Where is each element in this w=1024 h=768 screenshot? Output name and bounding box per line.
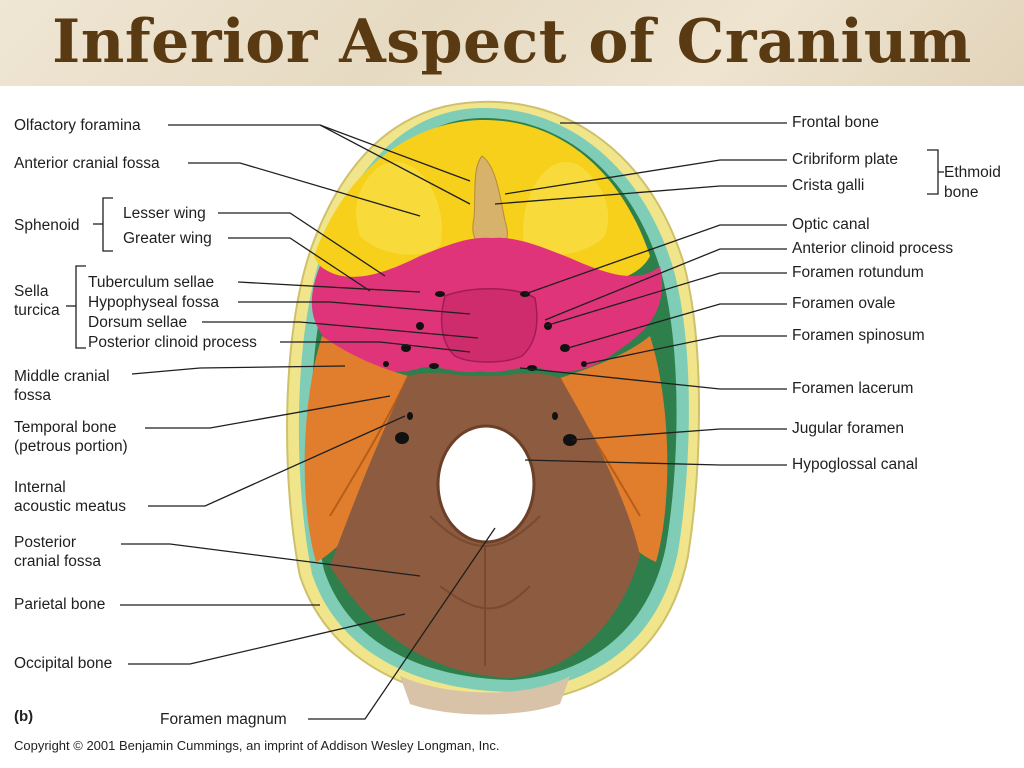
label-crista-galli: Crista galli [792,177,865,194]
label-sphenoid: Sphenoid [14,217,80,234]
label-olfactory-foramina: Olfactory foramina [14,117,141,134]
cranium-figure: Olfactory foramina Anterior cranial foss… [0,86,1024,768]
temporal-bone-right [555,336,668,562]
cranium-illustration [66,100,944,720]
label-sella-turcica-line2: turcica [14,302,60,319]
label-anterior-cranial-fossa: Anterior cranial fossa [14,155,160,172]
label-foramen-spinosum: Foramen spinosum [792,327,925,344]
label-jugular-foramen: Jugular foramen [792,420,905,437]
label-tuberculum-sellae: Tuberculum sellae [88,274,215,291]
label-dorsum-sellae: Dorsum sellae [88,314,188,331]
label-posterior-cranial-fossa-line2: cranial fossa [14,553,102,570]
label-parietal-bone: Parietal bone [14,596,106,613]
page-title: Inferior Aspect of Cranium [52,7,972,77]
label-temporal-bone-line2: (petrous portion) [14,438,128,455]
label-frontal-bone: Frontal bone [792,114,880,131]
label-anterior-clinoid-process: Anterior clinoid process [792,240,954,257]
label-hypophyseal-fossa: Hypophyseal fossa [88,294,219,311]
label-occipital-bone: Occipital bone [14,655,113,672]
label-greater-wing: Greater wing [123,230,212,247]
label-optic-canal: Optic canal [792,216,870,233]
label-ethmoid-bone-line1: Ethmoid [944,164,1001,181]
label-middle-cranial-fossa-line1: Middle cranial [14,368,110,385]
title-banner: Inferior Aspect of Cranium [0,0,1024,86]
label-hypoglossal-canal: Hypoglossal canal [792,456,918,473]
label-internal-acoustic-meatus-line1: Internal [14,479,66,496]
label-foramen-lacerum: Foramen lacerum [792,380,914,397]
label-foramen-rotundum: Foramen rotundum [792,264,924,281]
temporal-bone-left [304,336,413,562]
copyright-notice: Copyright © 2001 Benjamin Cummings, an i… [14,738,500,753]
label-posterior-cranial-fossa-line1: Posterior [14,534,77,551]
foramen-magnum-hole [436,424,536,544]
leader-lines [66,122,944,720]
label-internal-acoustic-meatus-line2: acoustic meatus [14,498,126,515]
label-lesser-wing: Lesser wing [123,205,206,222]
label-ethmoid-bone-line2: bone [944,184,979,201]
label-cribriform-plate: Cribriform plate [792,151,898,168]
sella-turcica-shape [440,288,538,363]
frontal-fossa-shade [356,162,442,255]
label-posterior-clinoid-process: Posterior clinoid process [88,334,257,351]
label-middle-cranial-fossa-line2: fossa [14,387,52,404]
panel-label: (b) [14,708,34,725]
label-foramen-magnum: Foramen magnum [160,711,287,728]
label-foramen-ovale: Foramen ovale [792,295,896,312]
label-sella-turcica-line1: Sella [14,283,49,300]
label-temporal-bone-line1: Temporal bone [14,419,117,436]
